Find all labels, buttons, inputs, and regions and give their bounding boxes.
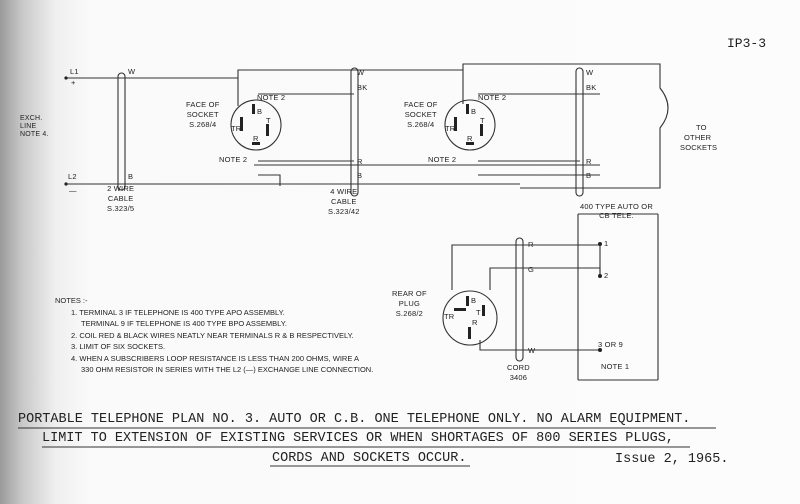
socket-2-note2-top: NOTE 2 [478,93,507,102]
wire-bk-3: BK [586,83,597,92]
tele-terminal-2: 2 [604,271,609,280]
socket-1-note2-top: NOTE 2 [257,93,286,102]
notes-heading: NOTES :- [55,296,88,305]
minus-label: — [69,186,77,195]
tele-terminal-3or9: 3 OR 9 [598,340,623,349]
l1-label: L1 [70,67,79,76]
socket-1-pin-tr: TR [231,124,242,133]
socket-2-face [444,99,496,151]
caption-line-3: CORDS AND SOCKETS OCCUR. [272,451,467,466]
page-reference: IP3-3 [726,36,766,51]
note-1: 1. TERMINAL 3 IF TELEPHONE IS 400 TYPE A… [71,307,285,317]
caption-line-1: PORTABLE TELEPHONE PLAN NO. 3. AUTO OR C… [18,412,691,427]
socket-1-pin-r: R [253,134,259,143]
socket-2-pin-r: R [467,134,473,143]
socket-2-pin-t: T [480,116,485,125]
plug-pin-tr: TR [444,312,455,321]
wire-w-1: W [128,67,136,76]
note-1b: TERMINAL 9 IF TELEPHONE IS 400 TYPE BPO … [81,319,287,328]
cable-2wire [117,72,126,191]
wire-r-3: R [586,157,592,166]
cord-wire-r: R [528,240,534,249]
wire-b-2: B [357,171,363,180]
notes-block: NOTES :- 1. TERMINAL 3 IF TELEPHONE IS 4… [55,295,373,376]
cable-4wire-2 [575,67,584,197]
socket-1-pin-t: T [266,116,271,125]
issue-label: Issue 2, 1965. [615,452,729,467]
socket-1-face [230,99,282,151]
l2-label: L2 [68,172,77,181]
note-3: 3. LIMIT OF SIX SOCKETS. [71,342,166,351]
note-2: 2. COIL RED & BLACK WIRES NEATLY NEAR TE… [71,330,354,340]
socket-2-pin-tr: TR [445,124,456,133]
plus-label: + [71,78,76,87]
tele-note1: NOTE 1 [601,362,630,371]
wire-w-3: W [586,68,594,77]
line-top-right [462,63,669,189]
telephone-box [577,213,659,381]
wire-r-2: R [357,157,363,166]
wire-w-2: W [357,68,365,77]
socket-2-pin-b: B [471,107,477,116]
socket-1-note2-bottom: NOTE 2 [219,155,248,164]
cord-bundle [515,237,524,362]
line-l1-mid [237,69,464,104]
plug-pin-t: T [476,308,481,317]
wire-b-3: B [586,171,592,180]
cable-4wire-1 [350,67,359,197]
line-b-mid [258,174,281,186]
plug-pin-r: R [472,318,478,327]
note-4: 4. WHEN A SUBSCRIBERS LOOP RESISTANCE IS… [71,353,359,363]
line-cord-r [451,244,600,290]
socket-1-pin-b: B [257,107,263,116]
wire-b-1: B [128,172,134,181]
tele-terminal-1: 1 [604,239,609,248]
cord-wire-g: G [528,265,535,274]
socket-2-note2-bottom: NOTE 2 [428,155,457,164]
plug-rear [442,290,498,346]
cord-wire-w: W [528,346,536,355]
wire-bk-2: BK [357,83,368,92]
note-4b: 330 OHM RESISTOR IN SERIES WITH THE L2 (… [81,365,374,374]
caption-line-2: LIMIT TO EXTENSION OF EXISTING SERVICES … [42,431,674,446]
plug-pin-b: B [471,296,477,305]
